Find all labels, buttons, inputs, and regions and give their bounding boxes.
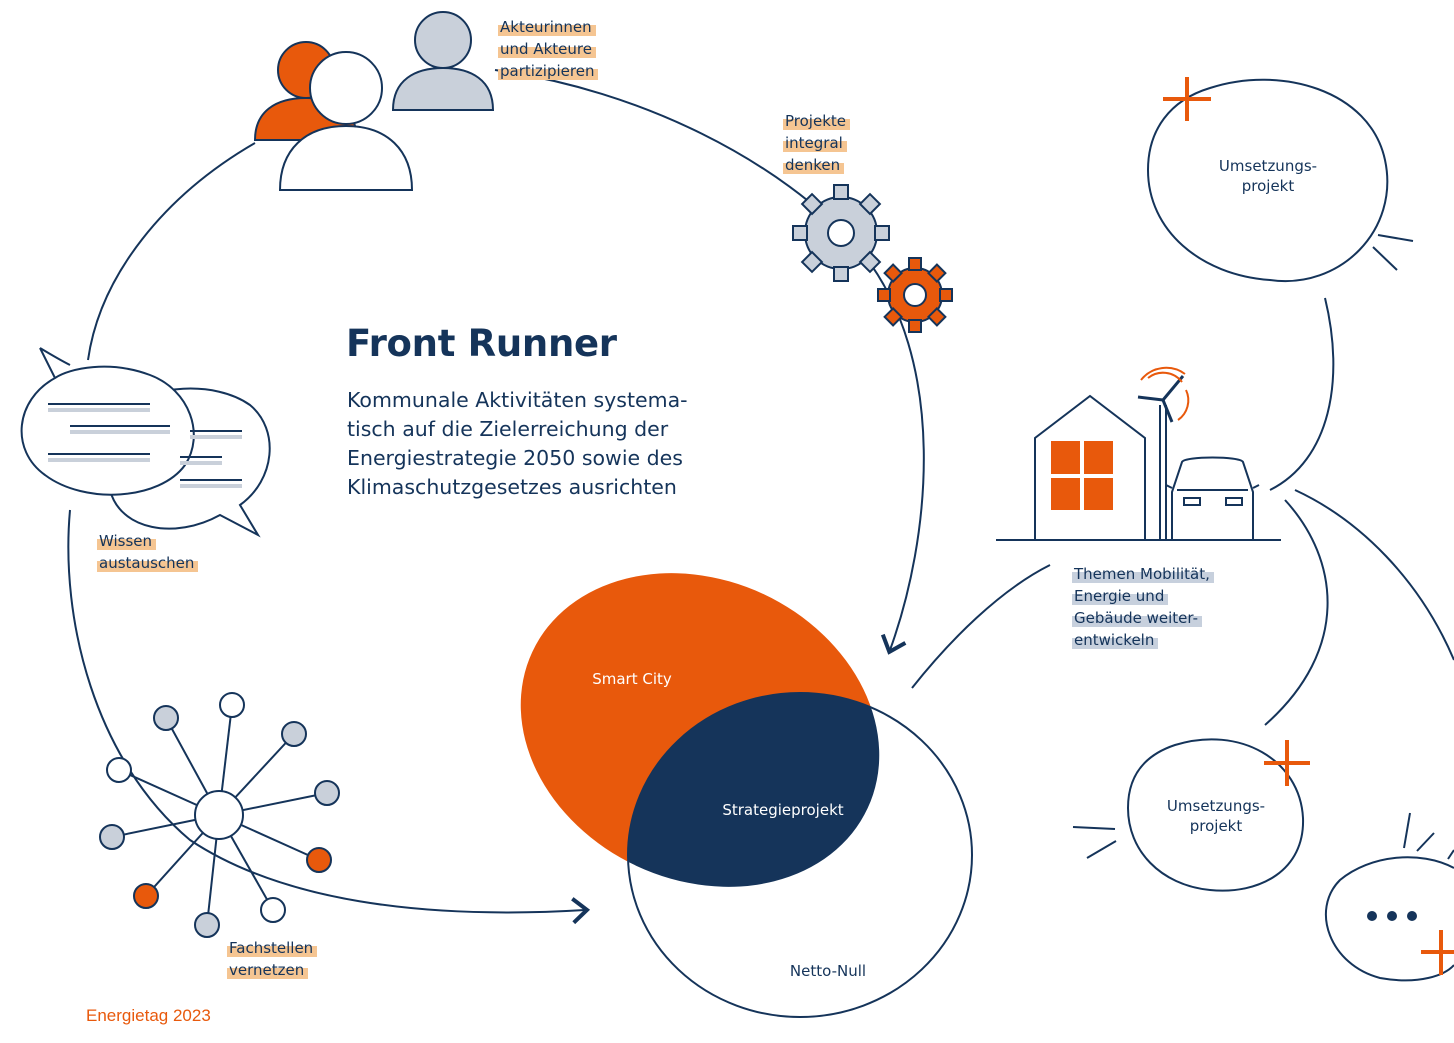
label-line: partizipieren <box>498 62 599 80</box>
label-line: Energie und <box>1072 587 1169 605</box>
gears-icon <box>792 184 953 333</box>
plus-icon <box>1163 77 1211 121</box>
subtitle-line: Energiestrategie 2050 sowie des <box>347 446 683 470</box>
step-knowledge-label: Wissen austauschen <box>97 531 199 575</box>
step-network-label: Fachstellen vernetzen <box>227 938 318 982</box>
subtitle-line: tisch auf die Zielerreichung der <box>347 417 669 441</box>
label-line: denken <box>783 156 845 174</box>
label-line: Umsetzungs- <box>1218 157 1318 175</box>
chat-bubbles-icon <box>20 347 271 538</box>
people-icon <box>253 11 495 191</box>
step-participate-label: Akteurinnen und Akteure partizipieren <box>498 17 599 83</box>
label-line: projekt <box>1189 817 1243 835</box>
car-icon <box>1165 456 1260 541</box>
label-line: entwickeln <box>1072 631 1159 649</box>
wind-turbine-icon <box>1137 366 1190 540</box>
label-line: Fachstellen <box>227 939 318 957</box>
subtitle-line: Kommunale Aktivitäten systema- <box>347 388 688 412</box>
label-line: Umsetzungs- <box>1166 797 1266 815</box>
network-icon <box>99 692 340 938</box>
plus-icon <box>1264 740 1310 786</box>
label-line: Akteurinnen <box>498 18 596 36</box>
label-line: vernetzen <box>227 961 309 979</box>
venn-diagram <box>520 573 973 1018</box>
ellipsis-icon <box>1367 911 1417 921</box>
venn-strategy-label: Strategieprojekt <box>722 801 844 819</box>
label-line: Themen Mobilität, <box>1072 565 1214 583</box>
label-line: Projekte <box>783 112 850 130</box>
connector-lines <box>911 297 1454 726</box>
label-line: Wissen <box>97 532 157 550</box>
venn-net-zero-label: Netto-Null <box>789 962 867 980</box>
subtitle-line: Klimaschutzgesetzes ausrichten <box>347 475 677 499</box>
label-line: austauschen <box>97 554 199 572</box>
project-bottom-label: Umsetzungs- projekt <box>1146 796 1286 836</box>
page-title: Front Runner <box>346 322 617 365</box>
step-integral-label: Projekte integral denken <box>783 111 850 177</box>
page-subtitle: Kommunale Aktivitäten systema- tisch auf… <box>347 386 747 502</box>
label-line: Gebäude weiter- <box>1072 609 1202 627</box>
footer-label: Energietag 2023 <box>86 1006 211 1025</box>
project-bubble-top <box>1146 78 1414 283</box>
project-top-label: Umsetzungs- projekt <box>1198 156 1338 196</box>
venn-smart-city-label: Smart City <box>592 670 672 688</box>
label-line: projekt <box>1241 177 1295 195</box>
topics-label: Themen Mobilität, Energie und Gebäude we… <box>1072 564 1214 652</box>
more-bubble <box>1324 812 1454 982</box>
label-line: integral <box>783 134 847 152</box>
plus-icon <box>1421 930 1454 975</box>
label-line: und Akteure <box>498 40 596 58</box>
